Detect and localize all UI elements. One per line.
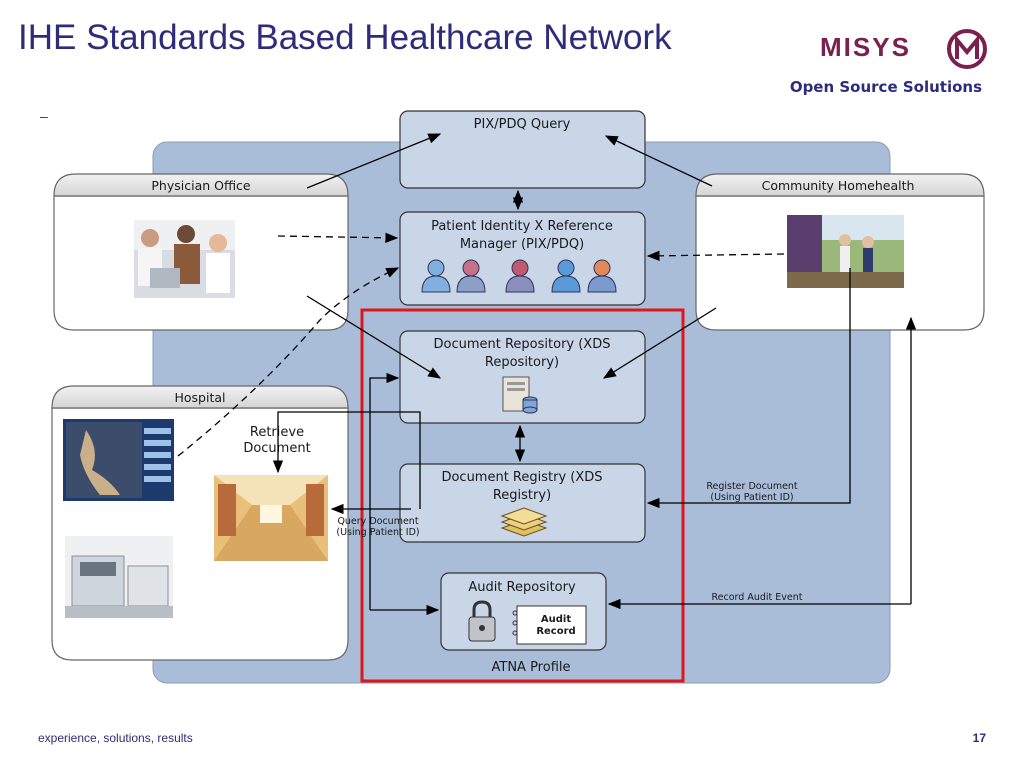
arrow-physician-to-query [306, 133, 442, 189]
atna-profile-frame [360, 308, 685, 683]
atna-profile-label: ATNA Profile [492, 660, 571, 675]
patient-icons [421, 259, 617, 293]
patient-icon [587, 259, 617, 293]
server-icon [502, 376, 538, 414]
imaging-workstation-image [63, 419, 174, 501]
arrow-physician-to-repository [306, 295, 442, 379]
audit-record-label-2: Record [536, 626, 575, 637]
bullet-dash: – [40, 108, 48, 124]
tagline: Open Source Solutions [789, 78, 982, 96]
audit-repository-node: Audit Repository Audit Record [440, 572, 607, 651]
pix-manager-node: Patient Identity X Reference Manager (PI… [399, 211, 646, 306]
repository-label-1: Document Repository (XDS [434, 337, 611, 352]
retrieve-document-label-1: Retrieve [250, 425, 304, 440]
patient-icon [456, 259, 486, 293]
pix-manager-label-2: Manager (PIX/PDQ) [460, 237, 584, 252]
register-document-label-1: Register Document [706, 481, 798, 492]
patient-icon [421, 259, 451, 293]
hospital-corridor-image [214, 475, 328, 561]
logo-wordmark: MISYS [820, 32, 911, 62]
hospital-label: Hospital [174, 390, 225, 405]
footer-slogan: experience, solutions, results [38, 731, 193, 745]
audit-record-icon: Audit Record [512, 605, 587, 645]
arrow-retrieve-document [272, 411, 421, 474]
arrow-hospital-to-repository [369, 372, 400, 610]
pix-manager-label-1: Patient Identity X Reference [431, 219, 613, 234]
arrow-register-document [646, 268, 851, 509]
dashed-homehealth-to-manager [646, 250, 785, 262]
community-homehealth-label: Community Homehealth [762, 178, 915, 193]
slide-title: IHE Standards Based Healthcare Network [18, 18, 672, 57]
query-document-label-2: (Using Patient ID) [336, 527, 419, 538]
register-document-label-2: (Using Patient ID) [710, 492, 793, 503]
homehealth-photo [787, 215, 904, 288]
connectors [177, 133, 917, 616]
repository-label-2: Repository) [485, 355, 559, 370]
query-document-label-1: Query Document [337, 516, 418, 527]
document-stack-icon [500, 507, 548, 537]
patient-icon [551, 259, 581, 293]
record-audit-event-label: Record Audit Event [712, 592, 803, 603]
document-repository-node: Document Repository (XDS Repository) [399, 330, 646, 424]
arrow-homehealth-to-repository [602, 307, 717, 379]
lab-equipment-image [65, 536, 173, 618]
patient-icon [505, 259, 535, 293]
arrow-homehealth-to-query [604, 135, 713, 187]
logo-m-icon [947, 29, 987, 69]
retrieve-document-label-2: Document [243, 441, 310, 456]
dashed-physician-to-manager [277, 232, 399, 244]
registry-label-2: Registry) [493, 488, 551, 503]
physician-photo [134, 220, 235, 298]
physician-office-label: Physician Office [151, 178, 251, 193]
document-registry-node: Document Registry (XDS Registry) [399, 463, 646, 543]
page-number: 17 [972, 731, 986, 745]
audit-repository-label: Audit Repository [468, 580, 576, 595]
misys-logo: MISYS [818, 26, 988, 72]
audit-record-label-1: Audit [541, 614, 571, 625]
pix-pdq-query-node: PIX/PDQ Query [399, 110, 646, 189]
dashed-hospital-to-manager [177, 267, 400, 457]
pix-pdq-query-label: PIX/PDQ Query [474, 117, 571, 132]
registry-label-1: Document Registry (XDS [441, 470, 602, 485]
lock-icon [468, 600, 496, 642]
